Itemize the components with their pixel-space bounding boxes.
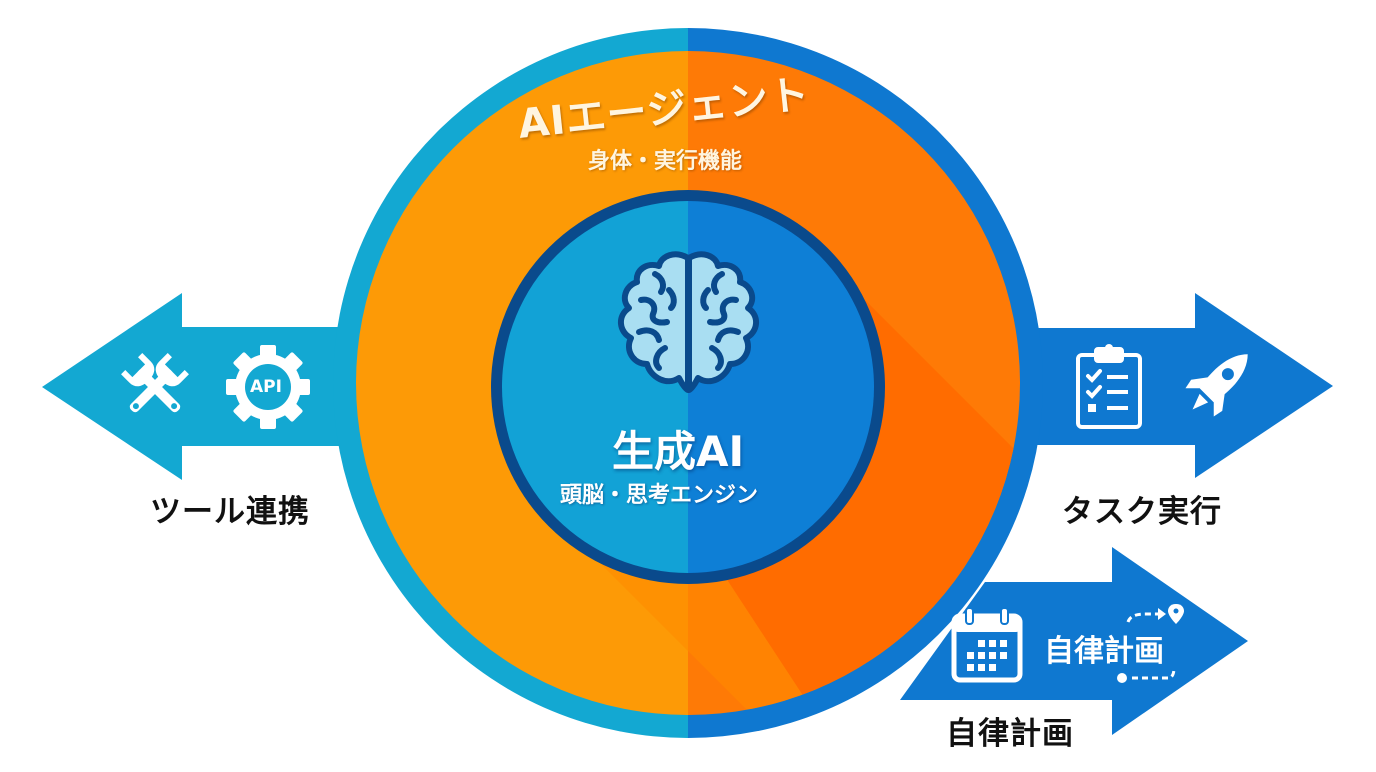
generative-ai-title: 生成AI xyxy=(612,427,745,476)
agent-subtitle: 身体・実行機能 xyxy=(588,149,743,174)
generative-ai-subtitle: 頭脳・思考エンジン xyxy=(560,483,759,508)
wrench-cross-icon xyxy=(121,353,189,413)
tools-label: ツール連携 xyxy=(150,494,310,530)
calendar-icon xyxy=(951,607,1023,683)
route-path-icon xyxy=(1117,604,1184,683)
api-gear-icon xyxy=(226,345,310,429)
clipboard-checklist-icon xyxy=(1076,344,1142,429)
planning-label: 自律計画 xyxy=(946,716,1074,752)
rocket-icon xyxy=(1185,354,1248,417)
api-gear-text: API xyxy=(250,377,282,397)
tasks-label: タスク実行 xyxy=(1062,494,1222,530)
planning-inner-text: 自律計画 xyxy=(1044,634,1164,669)
arrow-planning xyxy=(900,547,1248,735)
brain-icon xyxy=(618,251,759,393)
arrow-tasks xyxy=(960,293,1333,478)
